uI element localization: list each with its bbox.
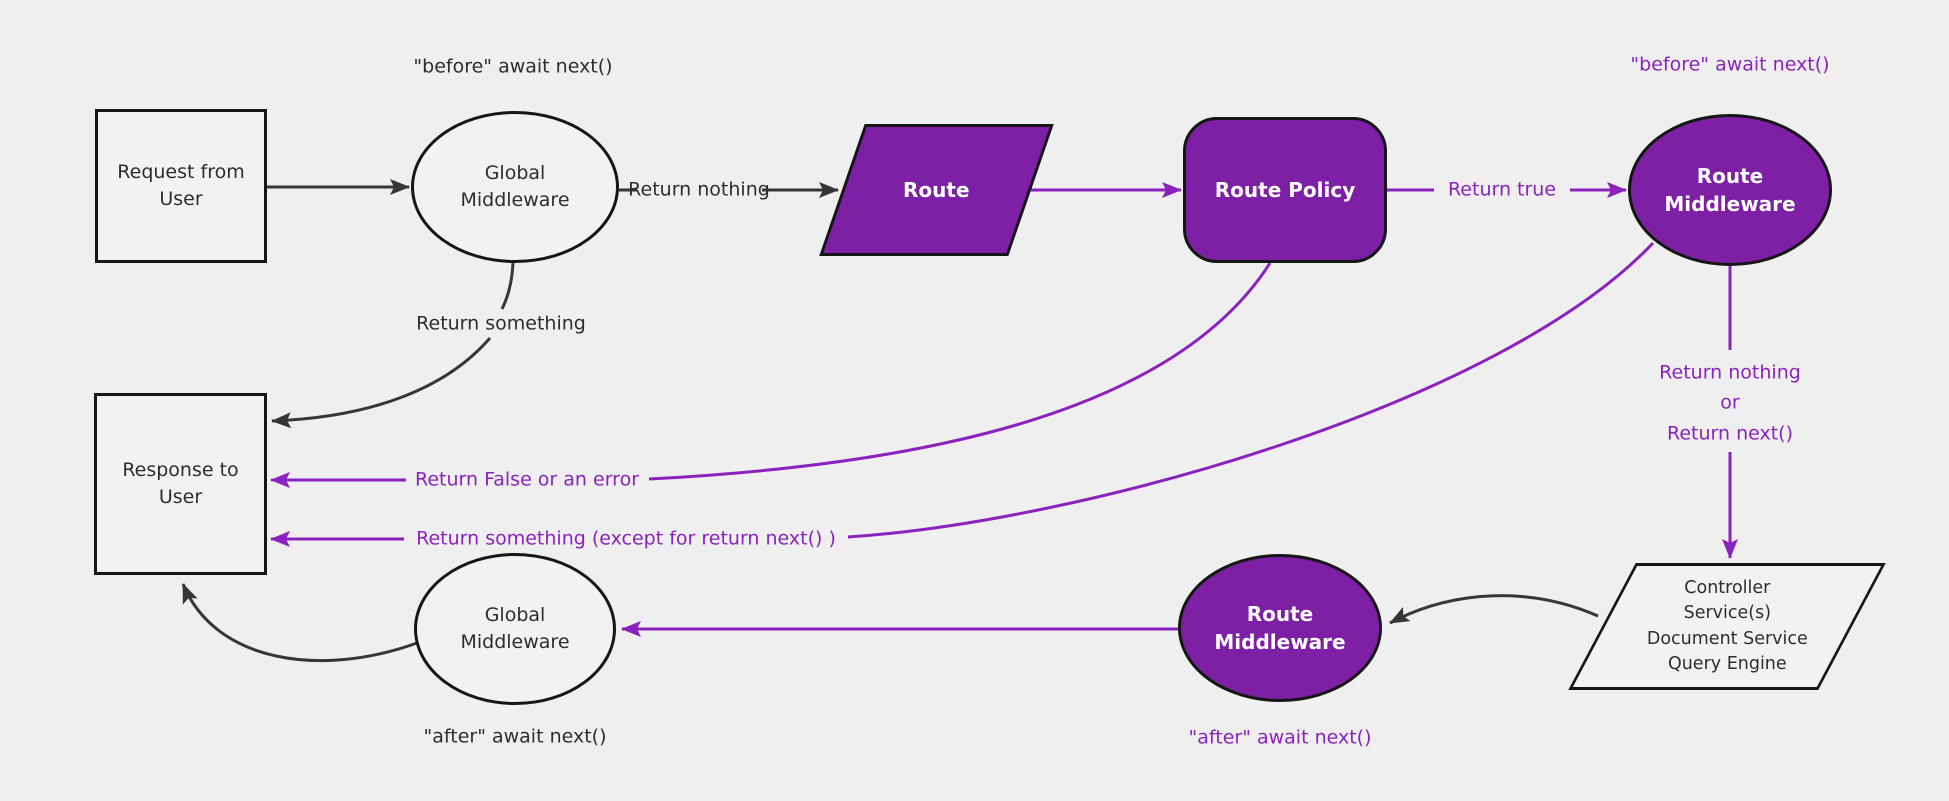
edge-global-mw-return-something-segment-1 (500, 262, 515, 310)
edge-global-mw-return-something-segment-2 (271, 337, 492, 429)
edge-label-return-nothing-or-next: Return nothing or Return next() (1659, 361, 1801, 445)
node-controller-services-label: Controller Service(s) Document Service Q… (1646, 577, 1808, 674)
node-global-middleware-top-label: Global Middleware (460, 162, 570, 211)
node-route-policy-label: Route Policy (1214, 178, 1356, 202)
node-response-to-user: Response to User (94, 393, 267, 575)
edge-label-after-await-next-route: "after" await next() (1188, 726, 1372, 749)
node-route-middleware-top: Route Middleware (1628, 114, 1832, 266)
edge-label-return-something: Return something (416, 312, 586, 335)
node-global-middleware-bottom-label: Global Middleware (460, 604, 570, 653)
edge-label-before-await-next-global: "before" await next() (413, 55, 613, 78)
edge-controller-to-route-mw-bottom (1389, 594, 1599, 625)
node-request-from-user-label: Request from User (117, 161, 245, 210)
node-response-to-user-label: Response to User (122, 459, 239, 508)
node-route-middleware-top-label: Route Middleware (1664, 164, 1796, 216)
edge-label-return-nothing: Return nothing (628, 178, 770, 201)
edge-global-mw-bottom-to-response (181, 583, 418, 663)
edge-label-before-await-next-route: "before" await next() (1630, 53, 1830, 76)
edge-route-mw-return-something-segment-1 (847, 241, 1655, 539)
node-route-middleware-bottom-label: Route Middleware (1214, 602, 1346, 654)
node-global-middleware-bottom: Global Middleware (414, 553, 616, 705)
node-request-from-user: Request from User (95, 109, 267, 263)
edge-label-return-true: Return true (1447, 178, 1557, 201)
edge-label-return-something-except: Return something (except for return next… (416, 527, 836, 550)
node-route-policy: Route Policy (1183, 117, 1387, 263)
edge-label-return-false-or-error: Return False or an error (414, 468, 640, 491)
edge-route-policy-return-false-segment-1 (648, 262, 1272, 481)
edge-label-after-await-next-global: "after" await next() (423, 725, 607, 748)
node-global-middleware-top: Global Middleware (411, 111, 619, 263)
node-route-middleware-bottom: Route Middleware (1178, 554, 1382, 702)
node-route-label: Route (903, 178, 970, 202)
